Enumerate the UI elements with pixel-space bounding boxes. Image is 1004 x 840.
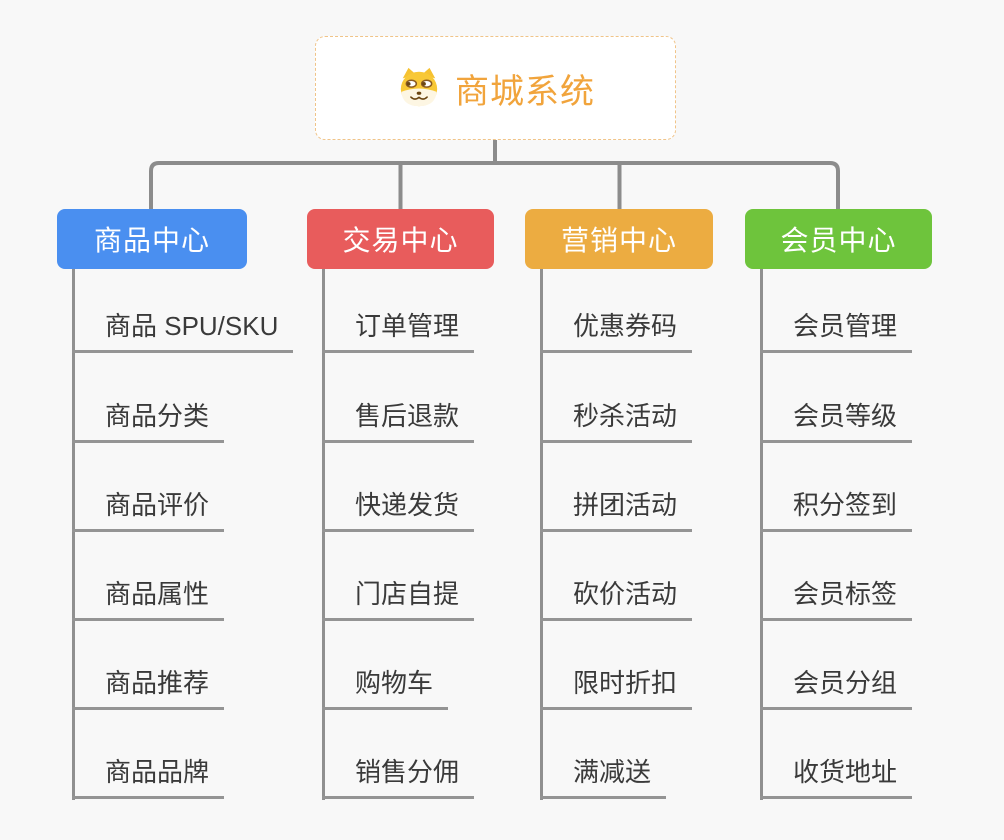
branch-label: 商品中心 — [93, 225, 210, 256]
child-node[interactable]: 商品评价 — [72, 487, 225, 532]
child-node[interactable]: 会员管理 — [760, 308, 913, 353]
child-node[interactable]: 收货地址 — [760, 754, 913, 799]
child-node[interactable]: 商品品牌 — [72, 754, 225, 799]
branch-label: 交易中心 — [342, 225, 459, 256]
child-node[interactable]: 门店自提 — [322, 576, 475, 621]
child-node[interactable]: 订单管理 — [322, 308, 475, 353]
branch-label: 营销中心 — [560, 225, 677, 256]
child-node[interactable]: 限时折扣 — [540, 665, 693, 710]
branch-node-marketing-center[interactable]: 营销中心 — [525, 209, 713, 269]
child-node[interactable]: 商品推荐 — [72, 665, 225, 710]
child-node[interactable]: 商品 SPU/SKU — [72, 308, 294, 353]
child-node[interactable]: 砍价活动 — [540, 576, 693, 621]
child-node[interactable]: 积分签到 — [760, 487, 913, 532]
branch-children-member-center: 会员管理 会员等级 积分签到 会员标签 会员分组 收货地址 — [760, 269, 990, 804]
child-node[interactable]: 会员标签 — [760, 576, 913, 621]
branch-children-marketing-center: 优惠券码 秒杀活动 拼团活动 砍价活动 限时折扣 满减送 — [540, 269, 770, 804]
child-node[interactable]: 会员分组 — [760, 665, 913, 710]
child-node[interactable]: 销售分佣 — [322, 754, 475, 799]
child-node[interactable]: 商品分类 — [72, 398, 225, 443]
child-node[interactable]: 快递发货 — [322, 487, 475, 532]
root-node-mall-system[interactable]: 商城系统 — [315, 36, 676, 140]
child-node[interactable]: 秒杀活动 — [540, 398, 693, 443]
branch-children-product-center: 商品 SPU/SKU 商品分类 商品评价 商品属性 商品推荐 商品品牌 — [72, 269, 302, 804]
branch-label: 会员中心 — [780, 225, 897, 256]
child-node[interactable]: 优惠券码 — [540, 308, 693, 353]
branch-node-member-center[interactable]: 会员中心 — [745, 209, 932, 269]
child-node[interactable]: 购物车 — [322, 665, 449, 710]
child-node[interactable]: 售后退款 — [322, 398, 475, 443]
branch-node-trade-center[interactable]: 交易中心 — [307, 209, 494, 269]
shiba-dog-icon — [396, 66, 442, 110]
branch-children-trade-center: 订单管理 售后退款 快递发货 门店自提 购物车 销售分佣 — [322, 269, 552, 804]
child-node[interactable]: 满减送 — [540, 754, 667, 799]
child-node[interactable]: 商品属性 — [72, 576, 225, 621]
root-title: 商城系统 — [455, 72, 595, 111]
child-node[interactable]: 会员等级 — [760, 398, 913, 443]
child-node[interactable]: 拼团活动 — [540, 487, 693, 532]
branch-node-product-center[interactable]: 商品中心 — [57, 209, 247, 269]
